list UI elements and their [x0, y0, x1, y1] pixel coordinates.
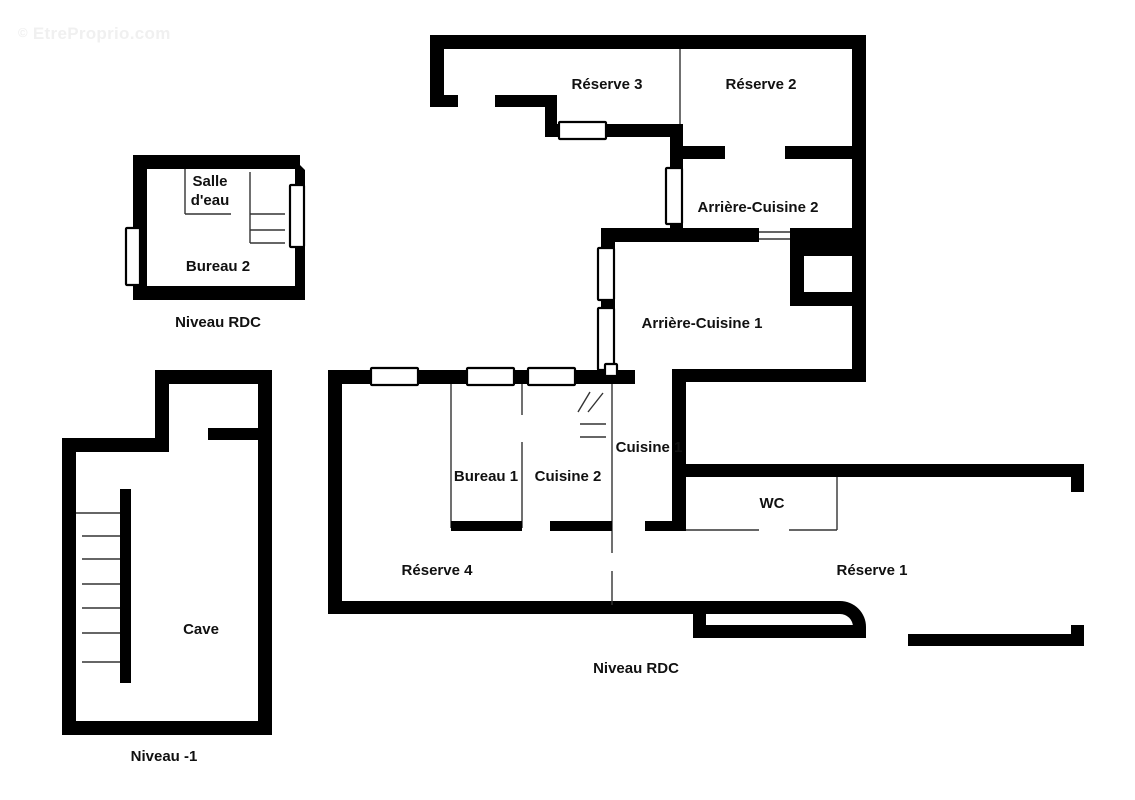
caption-niveau-rdc-main: Niveau RDC	[593, 660, 679, 677]
main-right-wall-upper	[852, 35, 866, 381]
cuisine1-wall-post	[603, 362, 619, 378]
arriere-cuisine1-alcove-top	[790, 242, 852, 256]
cuisine1-right-wall	[672, 382, 686, 527]
bureau2-window-left	[124, 226, 142, 287]
label-reserve-2: Réserve 2	[726, 76, 797, 93]
reserve2-bottom-wall-right	[785, 146, 866, 159]
reserve1-right-wall	[1071, 464, 1084, 492]
cave-block: Cave Niveau -1	[62, 370, 272, 765]
bureau1-bottom-wall	[451, 521, 522, 531]
arriere-cuisine1-bottom-wall	[672, 369, 866, 382]
label-salle-deau-line1: Salle	[192, 173, 227, 190]
label-bureau-2: Bureau 2	[186, 258, 250, 275]
arriere-cuisine2-door-marks	[759, 228, 790, 242]
cuisine2-bottom-wall	[550, 521, 612, 531]
label-cuisine-1: Cuisine 1	[616, 439, 683, 456]
label-wc: WC	[760, 495, 785, 512]
label-arriere-cuisine-1: Arrière-Cuisine 1	[642, 315, 763, 332]
label-bureau-1: Bureau 1	[454, 468, 518, 485]
arriere-cuisine2-bottom-wall	[601, 228, 865, 242]
reserve1-bottom-right-stub	[1071, 625, 1084, 646]
lower-wing-window-3	[526, 366, 577, 387]
arriere-cuisine1-alcove-left	[790, 242, 804, 306]
bureau2-bevel-corner	[277, 169, 295, 188]
label-reserve-1: Réserve 1	[837, 562, 908, 579]
watermark: © EtreProprio.com	[18, 24, 171, 44]
lower-wing-left-wall	[328, 370, 342, 614]
watermark-text: EtreProprio.com	[32, 24, 171, 43]
reserve1-bottom-wall-right	[908, 634, 1071, 646]
bureau2-block: Salle d'eau Bureau 2 Niveau RDC	[124, 155, 306, 331]
label-salle-deau-line2: d'eau	[191, 192, 230, 209]
lower-wing-bottom-wall-right	[693, 625, 863, 638]
label-cuisine-2: Cuisine 2	[535, 468, 602, 485]
cave-wall-notch	[208, 428, 258, 440]
bureau2-window-right	[288, 183, 306, 249]
cuisine1-bottom-wall	[645, 521, 686, 531]
reserve3-step-riser	[545, 95, 557, 130]
reserve2-bottom-wall-left	[670, 146, 725, 159]
label-arriere-cuisine-2: Arrière-Cuisine 2	[698, 199, 819, 216]
caption-niveau-rdc-bureau2: Niveau RDC	[175, 314, 261, 331]
reserve3-bottom-step-1	[495, 95, 557, 107]
reserve3-left-stub	[430, 95, 458, 107]
main-block: Réserve 3 Réserve 2 Arrière-Cuisine 2 Ar…	[328, 35, 1084, 677]
lower-wing-window-2	[465, 366, 516, 387]
reserve3-left-wall	[430, 35, 444, 105]
arriere-cuisine1-alcove-bottom	[790, 292, 852, 306]
reserve1-top-wall	[686, 464, 1084, 477]
copyright-icon: ©	[18, 25, 28, 40]
cuisine1-fixture-diagonal-1	[577, 391, 591, 413]
lower-wing-window-1	[369, 366, 420, 387]
lower-wing-bottom-wall	[328, 601, 706, 614]
label-reserve-4: Réserve 4	[402, 562, 474, 579]
reserve1-curved-wall	[693, 601, 866, 638]
arriere-cuisine1-window-upper	[596, 246, 616, 302]
cuisine1-fixture-diagonal-2	[587, 392, 604, 413]
cave-stair-rail	[120, 489, 131, 683]
label-cave: Cave	[183, 621, 219, 638]
arriere-cuisine1-window-lower	[596, 306, 616, 372]
caption-niveau-moins-1: Niveau -1	[131, 748, 198, 765]
label-reserve-3: Réserve 3	[572, 76, 643, 93]
reserve3-window	[557, 120, 608, 141]
main-top-wall	[430, 35, 866, 49]
cave-outer-walls	[62, 370, 272, 735]
arriere-cuisine2-door	[664, 166, 684, 226]
